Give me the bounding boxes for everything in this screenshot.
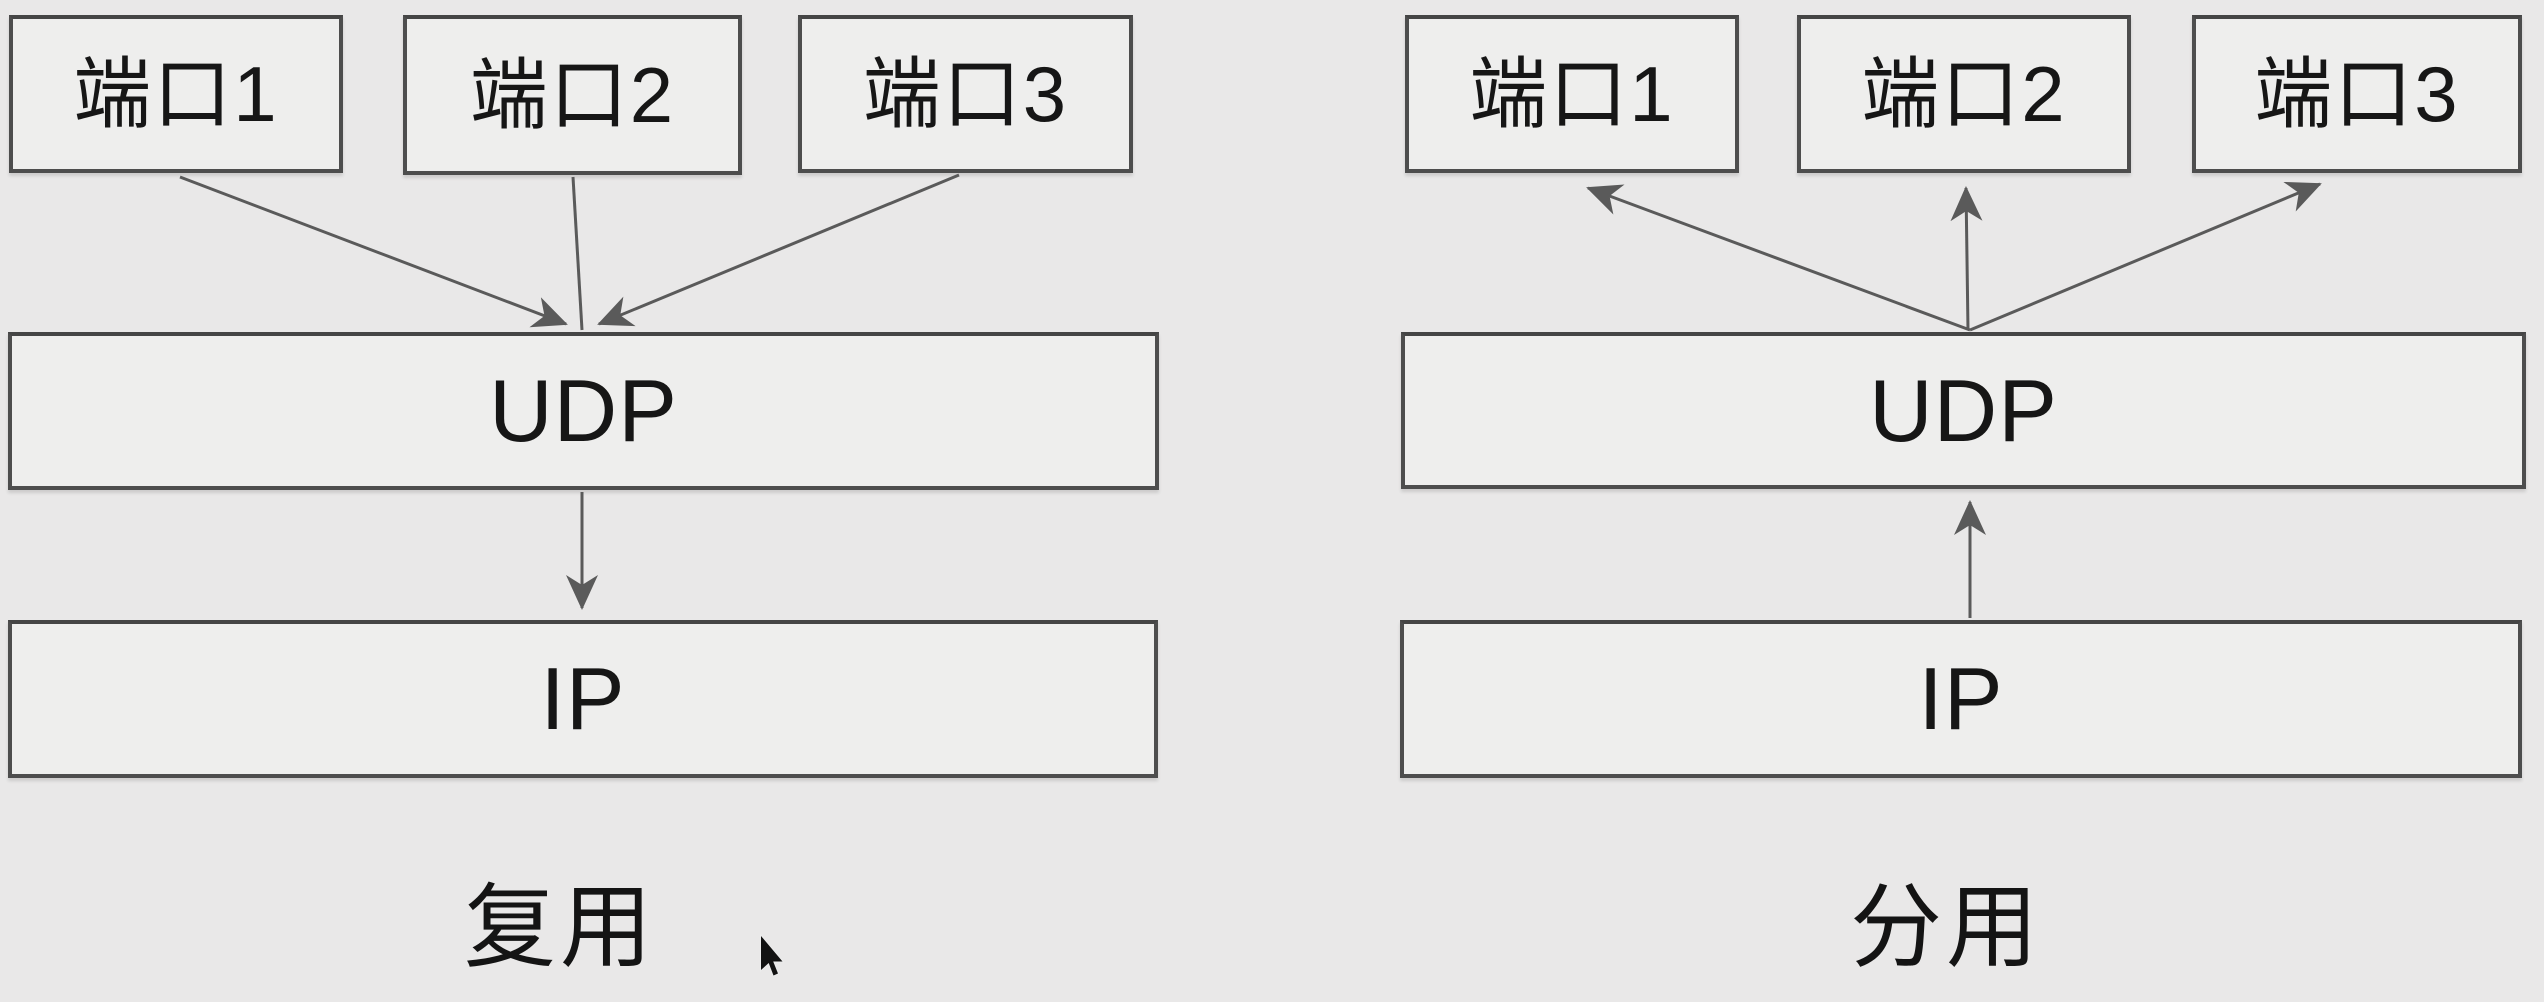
- right-arrow-udp-to-port3: [1969, 181, 2322, 332]
- right-port2-label: 端口2: [1861, 50, 2067, 138]
- right-udp-box: UDP: [1401, 332, 2526, 489]
- right-udp-label: UDP: [1869, 360, 2058, 460]
- right-port3-box: 端口3: [2192, 15, 2522, 173]
- left-port3-label: 端口3: [862, 50, 1069, 138]
- right-arrow-udp-to-port1: [1586, 184, 1971, 332]
- right-ip-box: IP: [1400, 620, 2522, 778]
- mouse-cursor-icon: [760, 933, 785, 977]
- caption-multiplexing: 复用: [463, 877, 656, 979]
- left-arrow-port2-to-udp: [571, 176, 584, 331]
- left-port1-box: 端口1: [9, 15, 343, 173]
- right-arrow-udp-to-port2: [1950, 186, 1983, 331]
- right-port1-box: 端口1: [1405, 15, 1739, 173]
- left-port3-box: 端口3: [798, 15, 1133, 173]
- right-port2-box: 端口2: [1797, 15, 2131, 173]
- left-udp-label: UDP: [489, 361, 678, 460]
- right-port1-label: 端口1: [1469, 50, 1675, 138]
- left-udp-box: UDP: [8, 332, 1159, 490]
- left-ip-box: IP: [8, 620, 1158, 778]
- left-arrow-port3-to-udp: [597, 173, 960, 327]
- left-ip-label: IP: [540, 649, 626, 748]
- left-port2-box: 端口2: [403, 15, 742, 175]
- right-ip-label: IP: [1918, 649, 2004, 748]
- right-port3-label: 端口3: [2254, 50, 2460, 138]
- caption-demultiplexing: 分用: [1849, 877, 2042, 979]
- left-port1-label: 端口1: [73, 50, 279, 138]
- left-port2-label: 端口2: [469, 51, 676, 139]
- left-arrow-port1-to-udp: [179, 175, 568, 328]
